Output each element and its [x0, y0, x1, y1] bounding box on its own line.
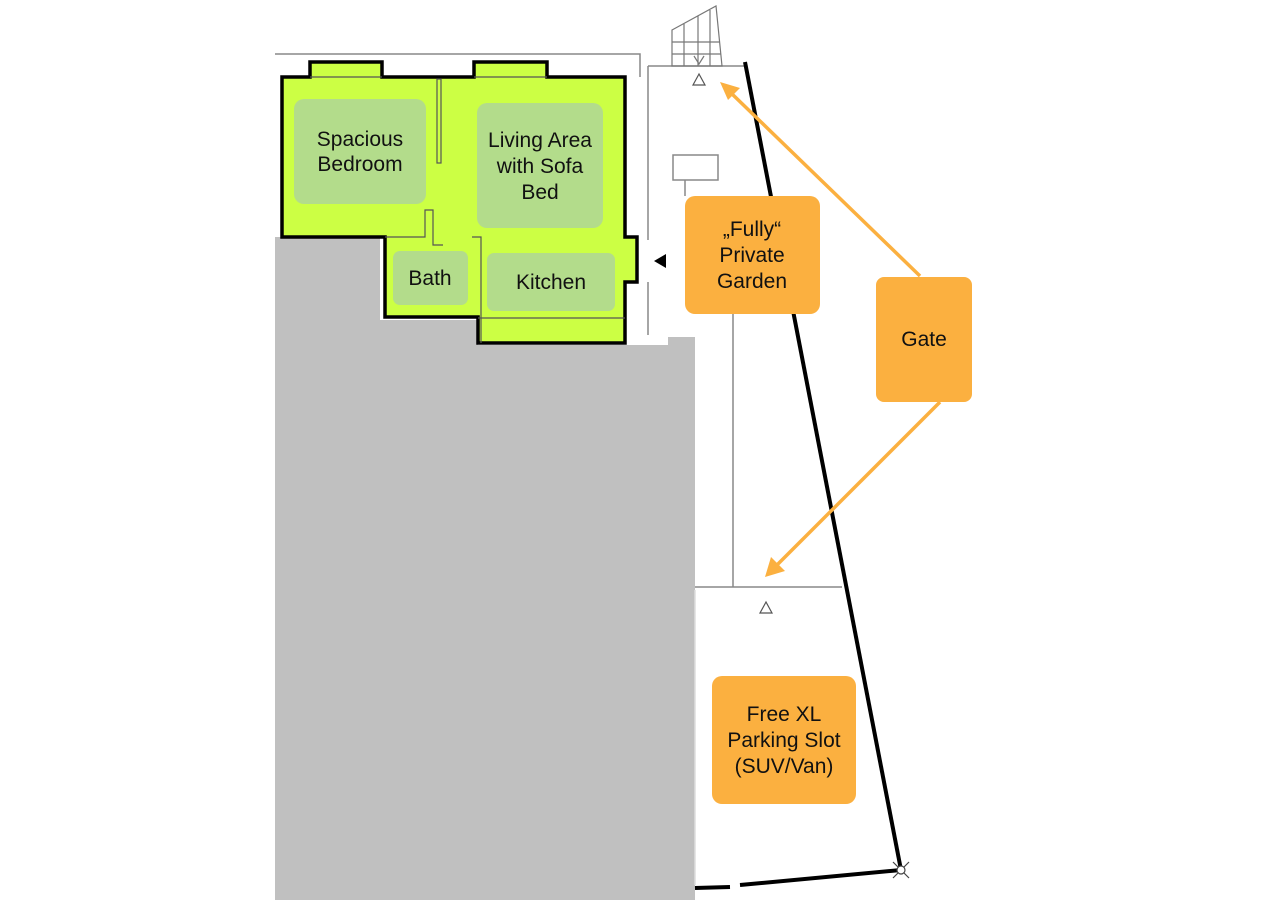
room-bath: Bath: [393, 251, 468, 305]
plan-lines: [275, 53, 842, 885]
entrance-triangle-icon: [758, 600, 774, 614]
entrance-triangle-icon: [691, 72, 707, 86]
entrance-arrow-icon: [654, 254, 666, 268]
svg-text:Kitchen: Kitchen: [516, 271, 586, 294]
interior-walls: [310, 76, 625, 343]
svg-text:Bath: Bath: [408, 267, 451, 290]
gate-arrows: [720, 82, 942, 577]
room-kitchen: Kitchen: [487, 253, 615, 311]
svg-text:Gate: Gate: [901, 328, 947, 351]
boundary-corner-icon: [892, 861, 910, 879]
callout-gate: Gate: [876, 277, 972, 402]
neighbor-building: [275, 237, 695, 900]
stairs-icon: [671, 5, 723, 67]
